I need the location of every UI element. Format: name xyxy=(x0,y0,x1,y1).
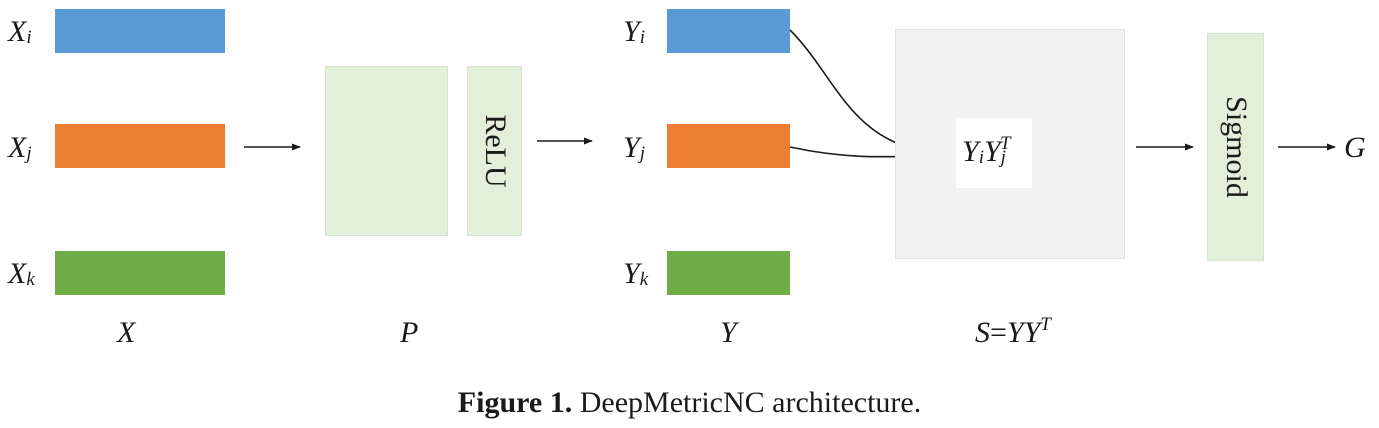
caption-s: S=YYT xyxy=(975,314,1051,349)
bar-x-k xyxy=(55,251,225,295)
relu-box: ReLU xyxy=(467,66,522,236)
bar-y-k xyxy=(667,251,790,295)
caption-p: P xyxy=(400,316,419,349)
sigmoid-box: Sigmoid xyxy=(1207,33,1264,261)
caption-y: Y xyxy=(720,316,737,349)
label-x-j: Xj xyxy=(8,131,32,164)
sigmoid-label: Sigmoid xyxy=(1219,96,1253,198)
label-y-i: Yi xyxy=(623,15,645,48)
bar-x-j xyxy=(55,124,225,168)
label-y-j: Yj xyxy=(623,131,645,164)
caption-x: X xyxy=(117,316,136,349)
product-box xyxy=(956,118,1032,188)
label-x-i: Xi xyxy=(8,15,32,48)
product-label: YiYjT xyxy=(962,133,1011,168)
output-g: G xyxy=(1344,131,1366,164)
bar-x-i xyxy=(55,9,225,53)
figure-caption: Figure 1. DeepMetricNC architecture. xyxy=(0,388,1379,418)
label-x-k: Xk xyxy=(8,257,35,290)
similarity-box xyxy=(895,29,1125,259)
projection-box xyxy=(325,66,448,236)
bar-y-j xyxy=(667,124,790,168)
relu-label: ReLU xyxy=(478,114,512,188)
bar-y-i xyxy=(667,9,790,53)
figure-caption-text: DeepMetricNC architecture. xyxy=(572,386,922,419)
figure-caption-prefix: Figure 1. xyxy=(457,386,573,419)
label-y-k: Yk xyxy=(623,257,649,290)
